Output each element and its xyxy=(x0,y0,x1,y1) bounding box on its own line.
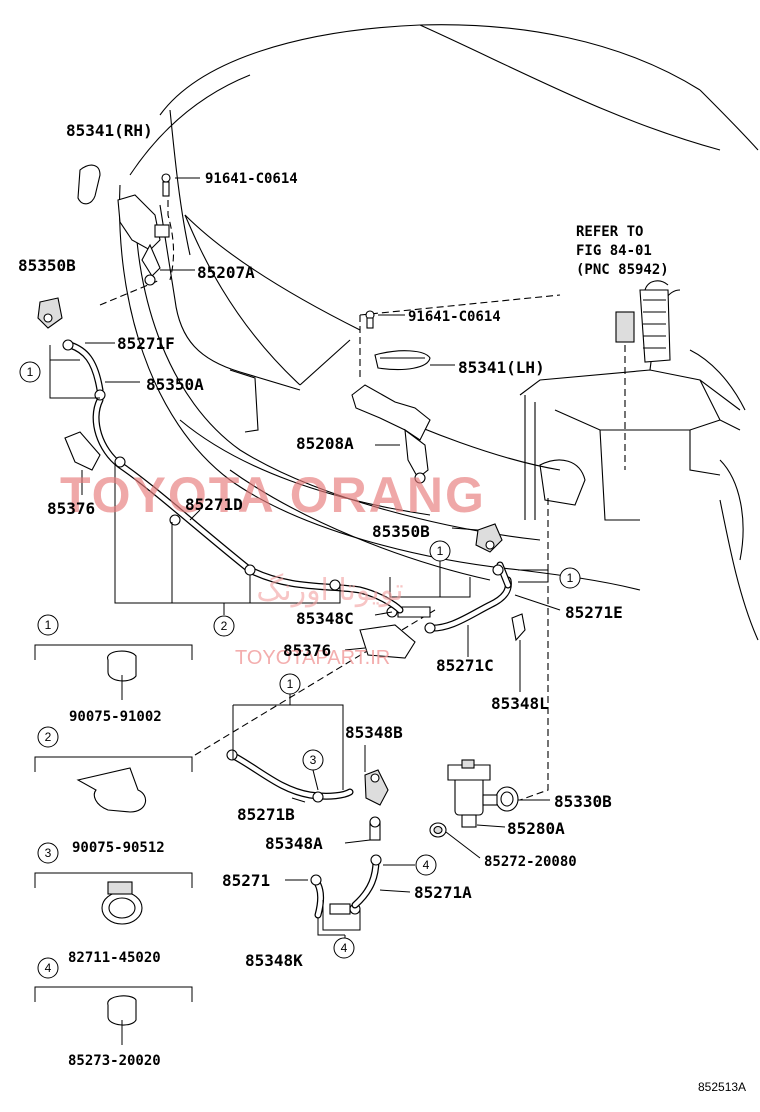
callout-1-right: 1 xyxy=(559,567,581,589)
svg-text:4: 4 xyxy=(423,858,430,872)
label-85341-lh: 85341(LH) xyxy=(458,358,545,377)
part-85348c-fitting xyxy=(386,606,431,618)
label-85280a: 85280A xyxy=(507,819,565,838)
diagram-code: 852513A xyxy=(698,1080,746,1094)
label-85348b: 85348B xyxy=(345,723,403,742)
svg-text:90075-90512: 90075-90512 xyxy=(72,840,165,856)
label-85348a: 85348A xyxy=(265,834,323,853)
svg-text:90075-91002: 90075-91002 xyxy=(69,709,162,725)
callout-4-k: 4 xyxy=(333,937,355,959)
label-85271b: 85271B xyxy=(237,805,295,824)
part-85207a-nozzle xyxy=(117,194,170,286)
legend-item-3: 3 82711-45020 xyxy=(34,842,193,966)
part-85350b-mid xyxy=(475,523,503,553)
part-85208a-nozzle xyxy=(351,384,431,484)
legend-item-1: 1 90075-91002 xyxy=(34,614,193,725)
label-91641-mid: 91641-C0614 xyxy=(408,309,501,325)
hose-lines xyxy=(62,339,512,919)
part-91641-bolt-top xyxy=(161,173,171,197)
label-85348k: 85348K xyxy=(245,951,303,970)
part-85376-left-cover xyxy=(64,431,101,471)
legend-item-2: 2 90075-90512 xyxy=(34,726,193,856)
part-85350b-top xyxy=(37,297,63,329)
label-85350a: 85350A xyxy=(146,375,204,394)
part-labels: 85341(RH) 91641-C0614 85350B 85207A 9164… xyxy=(18,121,746,1094)
callout-3-lower: 3 xyxy=(302,749,324,771)
watermark: TOYOTA ORANG TOYOTAPART.IR تویوتا اورنگ xyxy=(60,467,486,669)
part-85376-mid-cover xyxy=(359,624,416,659)
label-85348l: 85348L xyxy=(491,694,549,713)
refer-line-2: FIG 84-01 xyxy=(576,243,652,259)
callout-1-lower: 1 xyxy=(279,673,301,695)
label-91641-top: 91641-C0614 xyxy=(205,171,298,187)
watermark-url: TOYOTAPART.IR xyxy=(235,647,390,669)
svg-text:85273-20020: 85273-20020 xyxy=(68,1053,161,1069)
callout-1-mid: 1 xyxy=(429,540,451,562)
svg-text:1: 1 xyxy=(567,571,574,585)
label-85271e: 85271E xyxy=(565,603,623,622)
refer-line-1: REFER TO xyxy=(576,224,643,240)
refer-line-3: (PNC 85942) xyxy=(576,262,669,278)
svg-text:2: 2 xyxy=(221,619,228,633)
label-85350b-top: 85350B xyxy=(18,256,76,275)
vehicle-body-outline xyxy=(118,24,759,641)
svg-text:1: 1 xyxy=(437,544,444,558)
part-85348a-screw xyxy=(369,816,381,841)
label-85330b: 85330B xyxy=(554,792,612,811)
svg-text:1: 1 xyxy=(27,365,34,379)
label-85341-rh: 85341(RH) xyxy=(66,121,153,140)
label-85376-mid: 85376 xyxy=(283,641,331,660)
leader-lines xyxy=(49,177,561,952)
part-85348b-joint xyxy=(364,769,389,806)
label-85271: 85271 xyxy=(222,871,270,890)
label-85208a: 85208A xyxy=(296,434,354,453)
label-85271f: 85271F xyxy=(117,334,175,353)
label-85376-left: 85376 xyxy=(47,499,95,518)
label-85271d: 85271D xyxy=(185,495,243,514)
svg-text:3: 3 xyxy=(310,753,317,767)
svg-text:2: 2 xyxy=(45,730,52,744)
svg-text:4: 4 xyxy=(341,941,348,955)
callout-2-main: 2 xyxy=(213,615,235,637)
clip-legend: 1 90075-91002 2 90075-90512 3 82711-4502… xyxy=(34,614,193,1069)
callout-1-top-left: 1 xyxy=(19,361,41,383)
part-85341-rh-cap xyxy=(77,164,101,205)
svg-text:82711-45020: 82711-45020 xyxy=(68,950,161,966)
svg-text:1: 1 xyxy=(287,677,294,691)
label-85272: 85272-20080 xyxy=(484,854,577,870)
part-85272-clamp xyxy=(429,822,447,838)
svg-text:4: 4 xyxy=(45,961,52,975)
diagram-callouts: 1 2 1 1 1 3 4 4 xyxy=(19,361,581,959)
label-85348c: 85348C xyxy=(296,609,354,628)
label-85350b-mid: 85350B xyxy=(372,522,430,541)
svg-text:1: 1 xyxy=(45,618,52,632)
part-85280a-pump xyxy=(447,759,498,828)
label-85271c: 85271C xyxy=(436,656,494,675)
label-85207a: 85207A xyxy=(197,263,255,282)
part-85348l-elbow xyxy=(511,613,526,642)
part-85330b-grommet xyxy=(495,786,519,812)
part-85341-lh-cap xyxy=(374,350,431,371)
svg-text:3: 3 xyxy=(45,846,52,860)
callout-4-pump: 4 xyxy=(415,854,437,876)
watermark-main: TOYOTA ORANG xyxy=(60,467,486,523)
watermark-persian: تویوتا اورنگ xyxy=(256,573,403,608)
part-91641-bolt-mid xyxy=(365,310,375,329)
label-85271a: 85271A xyxy=(414,883,472,902)
legend-item-4: 4 85273-20020 xyxy=(34,957,193,1069)
